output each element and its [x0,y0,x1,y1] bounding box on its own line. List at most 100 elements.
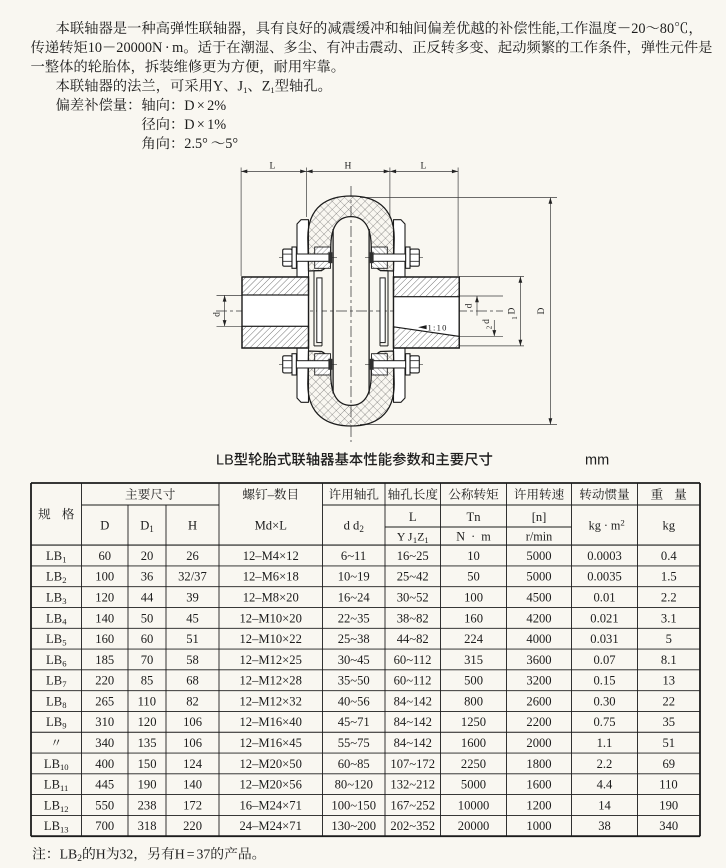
svg-text:700: 700 [95,819,114,833]
svg-text:400: 400 [95,757,114,771]
svg-text:26: 26 [186,549,199,563]
svg-text:LB: LB [60,847,78,862]
svg-text:25~38: 25~38 [338,632,370,646]
svg-text:340: 340 [95,736,114,750]
svg-text:30~45: 30~45 [338,653,370,667]
svg-text:60: 60 [99,549,112,563]
svg-text:L: L [409,510,417,524]
svg-text:80: 80 [660,21,674,37]
svg-text:LB: LB [44,778,60,792]
svg-text:d: d [482,319,492,324]
svg-text:60~112: 60~112 [394,674,432,688]
svg-text:1.1: 1.1 [597,736,613,750]
svg-text:LB: LB [46,591,62,605]
svg-text:5000: 5000 [526,570,551,584]
svg-text:Y: Y [213,79,223,95]
svg-text:LB: LB [46,694,62,708]
svg-text:50: 50 [467,570,480,584]
svg-text:×: × [197,98,205,114]
svg-text:1:10: 1:10 [428,323,448,333]
svg-text:2.5°: 2.5° [184,136,208,152]
svg-text:132~212: 132~212 [390,778,435,792]
svg-text:2250: 2250 [461,757,486,771]
svg-text:318: 318 [138,819,157,833]
svg-text:LB: LB [216,453,234,469]
svg-text:51: 51 [663,736,676,750]
svg-text:1: 1 [413,535,417,545]
svg-text:68: 68 [186,674,199,688]
svg-text:1: 1 [243,85,247,95]
svg-text:–: – [267,488,275,502]
svg-text:H: H [175,847,185,862]
svg-text:160: 160 [95,632,114,646]
svg-text:10: 10 [467,549,480,563]
svg-text:167~252: 167~252 [390,798,435,812]
svg-text:3.1: 3.1 [661,611,677,625]
svg-text:120: 120 [138,715,157,729]
svg-text:32/37: 32/37 [178,570,207,584]
svg-text:220: 220 [183,819,202,833]
svg-text:107~172: 107~172 [390,757,435,771]
svg-text:315: 315 [464,653,483,667]
svg-text:160: 160 [464,611,483,625]
svg-text:LB: LB [46,632,62,646]
svg-text:55~75: 55~75 [338,736,370,750]
svg-text:0.15: 0.15 [594,674,616,688]
svg-text:4200: 4200 [526,611,551,625]
svg-text:60~112: 60~112 [394,653,432,667]
svg-text:100: 100 [95,570,114,584]
svg-text:106: 106 [183,736,202,750]
svg-text:20: 20 [631,21,645,37]
svg-text:H: H [96,847,106,862]
svg-text:2.2: 2.2 [661,591,677,605]
svg-text:84~142: 84~142 [394,694,432,708]
svg-text:,: , [556,21,560,37]
svg-text:9: 9 [62,721,66,731]
svg-text:12–M12×25: 12–M12×25 [240,653,302,667]
svg-text:4500: 4500 [526,591,551,605]
svg-text:0.4: 0.4 [661,549,677,563]
svg-text:1: 1 [511,316,519,320]
svg-text:5000: 5000 [526,549,551,563]
svg-text:30~52: 30~52 [397,591,429,605]
svg-text:12: 12 [60,804,69,814]
svg-text:2: 2 [62,575,66,585]
svg-text:550: 550 [95,798,114,812]
svg-text:mm: mm [585,453,609,469]
svg-text:12–M8×20: 12–M8×20 [243,591,299,605]
svg-text:LB: LB [44,819,60,833]
svg-text:85: 85 [141,674,154,688]
svg-text:20: 20 [141,549,154,563]
svg-text:39: 39 [186,591,199,605]
svg-text:45~71: 45~71 [338,715,370,729]
svg-text:LB: LB [46,715,62,729]
svg-text:16~24: 16~24 [338,591,371,605]
svg-text:kg: kg [663,519,676,533]
svg-text:60: 60 [141,632,154,646]
svg-text:·: · [165,40,170,56]
svg-text:LB: LB [46,674,62,688]
svg-text:12–M6×18: 12–M6×18 [243,570,299,584]
svg-text:0.01: 0.01 [594,591,616,605]
svg-text:35~50: 35~50 [338,674,370,688]
svg-text:J: J [238,79,244,95]
svg-text:140: 140 [95,611,114,625]
svg-text:H: H [345,161,352,171]
svg-text:13: 13 [663,674,676,688]
svg-text:m: m [172,40,183,56]
svg-text:2%: 2% [207,98,226,114]
svg-text:3600: 3600 [526,653,551,667]
svg-text:1600: 1600 [461,736,486,750]
svg-text:10: 10 [60,762,69,772]
svg-text:37: 37 [197,847,211,862]
svg-text:12–M12×28: 12–M12×28 [240,674,302,688]
svg-text:110: 110 [138,694,156,708]
svg-text:500: 500 [464,674,483,688]
svg-text:12–M20×56: 12–M20×56 [240,778,302,792]
svg-text:4.4: 4.4 [597,778,613,792]
svg-text:5000: 5000 [461,778,486,792]
svg-text:2: 2 [620,518,624,528]
svg-text:60~85: 60~85 [338,757,370,771]
svg-text:0.0035: 0.0035 [587,570,622,584]
svg-text:44~82: 44~82 [397,632,429,646]
